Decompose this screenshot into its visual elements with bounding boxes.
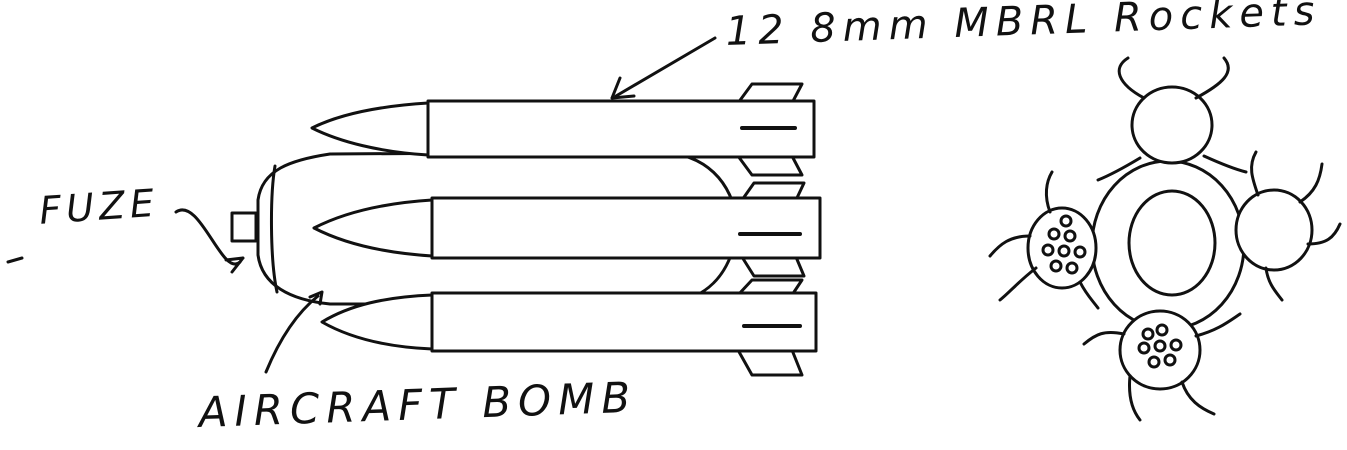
rocket-middle (312, 181, 822, 278)
end-view (988, 56, 1342, 422)
fuze-arrow (174, 208, 245, 274)
rocket-top (310, 82, 816, 177)
end-view-bomb-inner (1127, 189, 1217, 297)
end-view-bottom-holes (1137, 323, 1183, 369)
end-view-left-holes (1041, 214, 1087, 275)
rockets-arrow (610, 36, 717, 100)
fuze-box (230, 211, 258, 243)
rocket-bottom (320, 278, 818, 377)
stray-mark (6, 256, 24, 264)
bomb-arrow (264, 290, 324, 374)
end-view-bomb-outer (1090, 159, 1246, 331)
label-fuze: FUZE (37, 180, 161, 233)
